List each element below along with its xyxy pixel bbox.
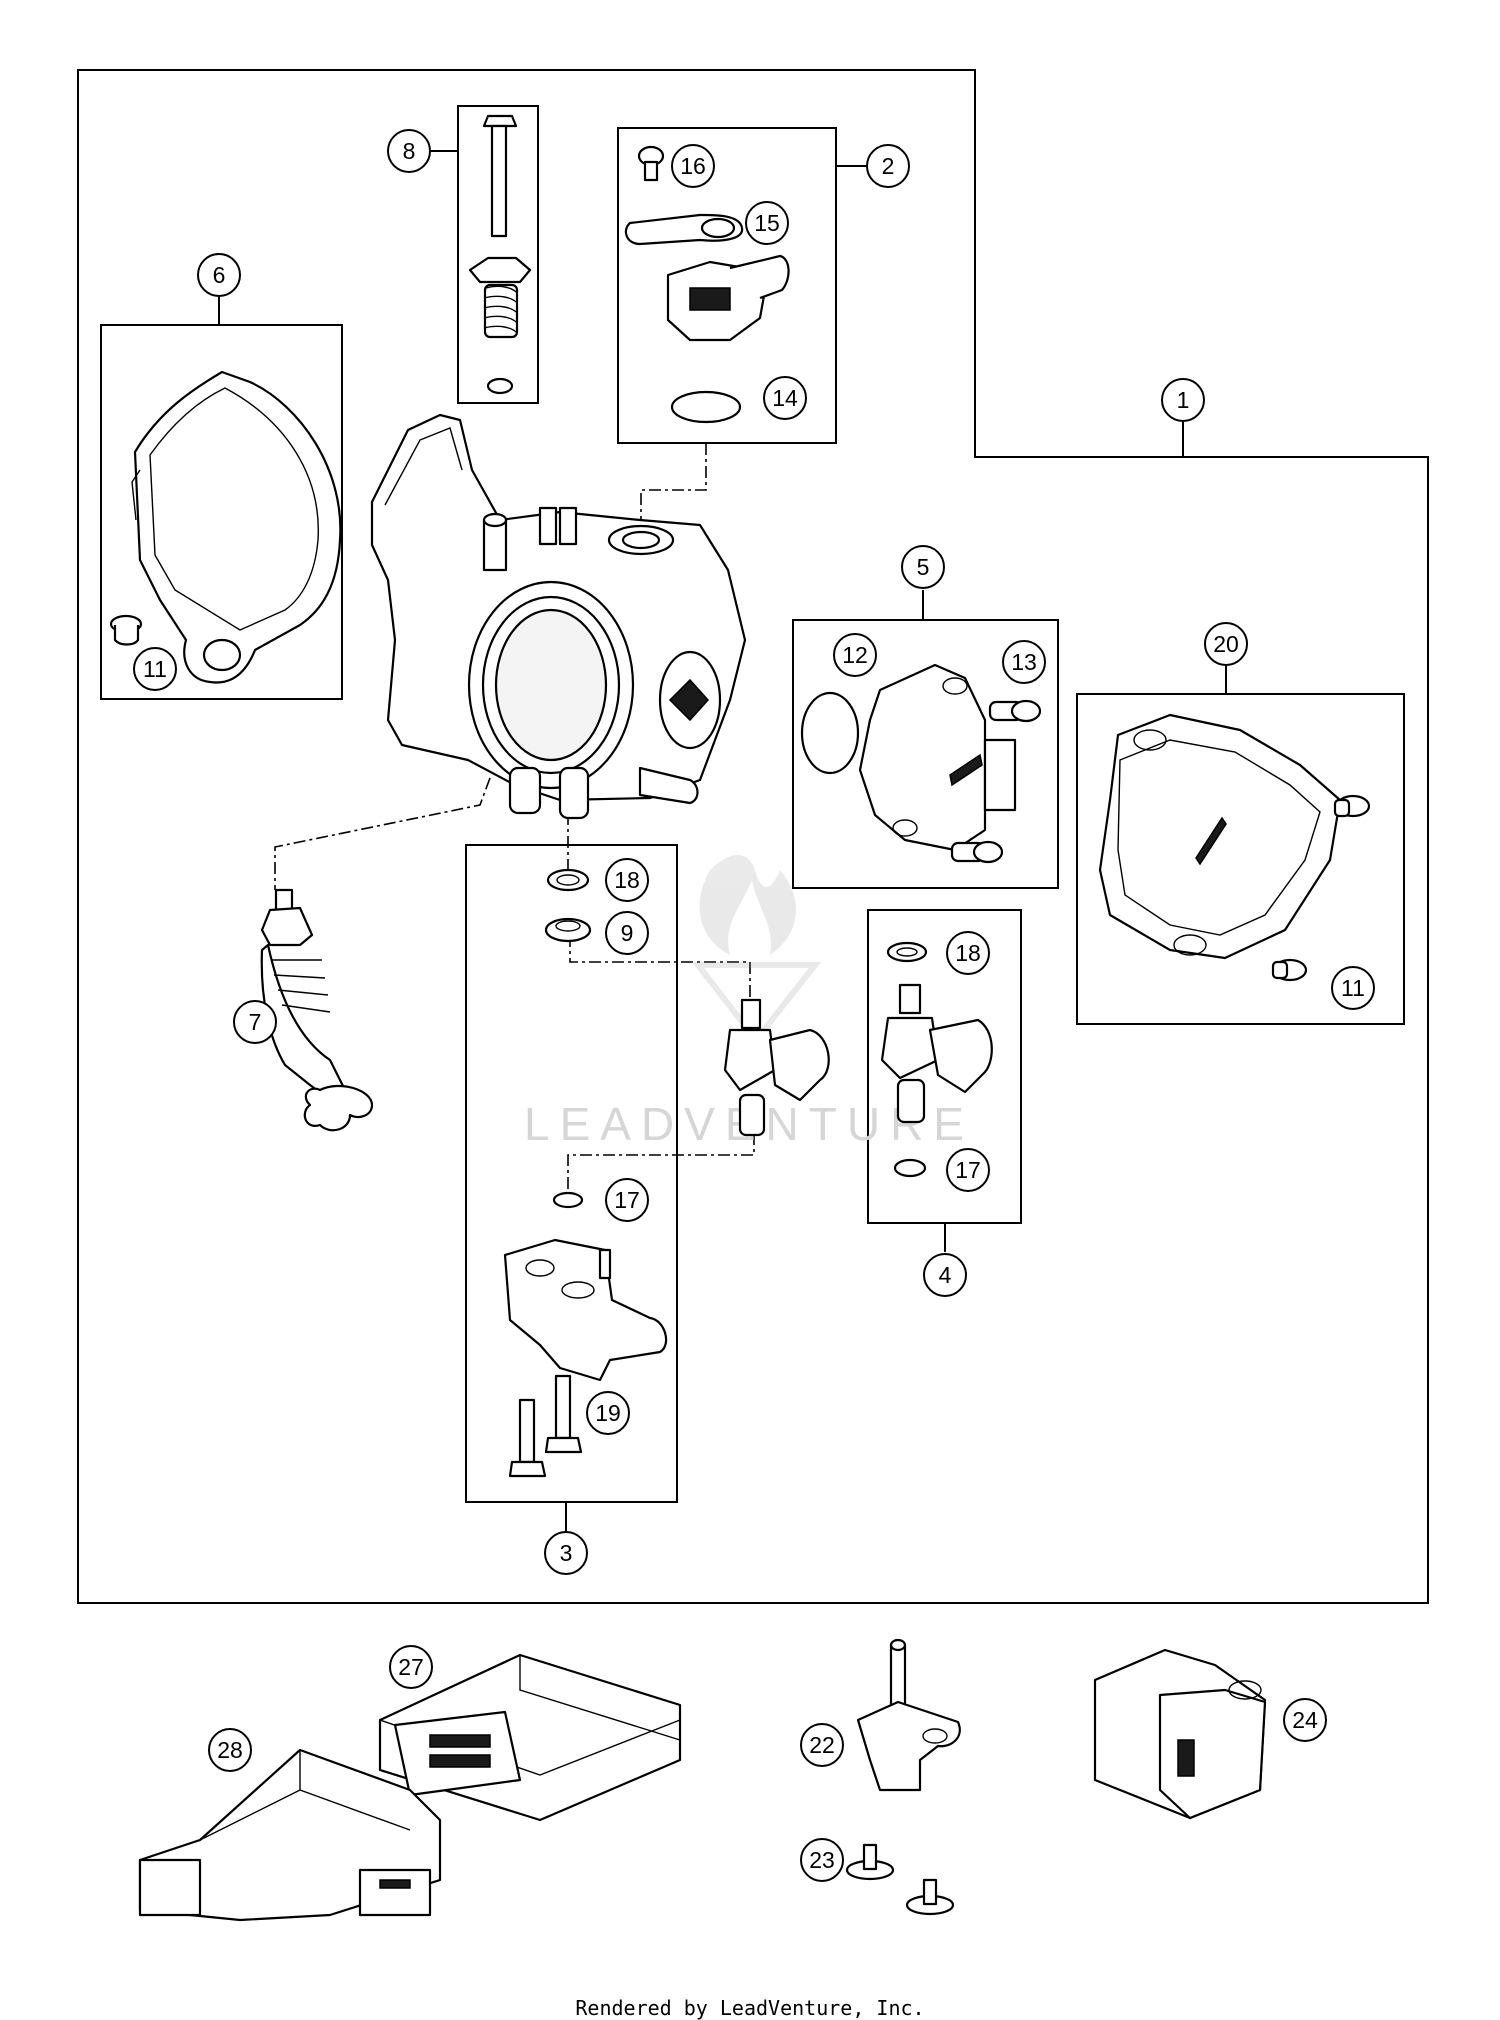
svg-text:15: 15 [754, 210, 780, 236]
part-12-oring [800, 691, 860, 775]
svg-text:13: 13 [1011, 649, 1037, 675]
svg-text:28: 28 [217, 1737, 243, 1763]
part-19-bolts [508, 1374, 583, 1478]
part-11-screw-b [1271, 794, 1371, 982]
svg-text:6: 6 [213, 262, 226, 288]
callout-6: 6 [197, 253, 241, 297]
part-2-sensor [666, 254, 790, 342]
svg-text:8: 8 [403, 138, 416, 164]
svg-text:27: 27 [398, 1654, 424, 1680]
svg-text:4: 4 [939, 1262, 952, 1288]
callout-24: 24 [1283, 1698, 1327, 1742]
assembly-1-frame [77, 69, 1429, 1604]
callout-27: 27 [389, 1645, 433, 1689]
callout-8: 8 [387, 129, 431, 173]
callout-28: 28 [208, 1728, 252, 1772]
callout-18-b: 18 [946, 931, 990, 975]
callout-5: 5 [901, 545, 945, 589]
callout-20: 20 [1204, 622, 1248, 666]
part-24-connector [1093, 1648, 1267, 1820]
callout-17-a: 17 [605, 1178, 649, 1222]
svg-text:3: 3 [560, 1540, 573, 1566]
part-9-ring [544, 917, 592, 943]
callout-19: 19 [586, 1391, 630, 1435]
callout-22: 22 [800, 1723, 844, 1767]
part-13-screws [950, 699, 1042, 864]
group-8-frame [457, 105, 539, 404]
callout-3: 3 [544, 1531, 588, 1575]
part-5-sensor [858, 663, 1017, 852]
callout-12: 12 [833, 633, 877, 677]
svg-text:19: 19 [595, 1400, 621, 1426]
part-6-cover [131, 370, 342, 684]
svg-text:5: 5 [917, 554, 930, 580]
part-20-sensor-cover [1098, 713, 1342, 960]
injector-middle [723, 998, 830, 1137]
part-8-adjuster [468, 114, 532, 395]
throttle-body [370, 413, 747, 820]
group-2-frame [617, 127, 837, 444]
svg-text:12: 12 [842, 642, 868, 668]
part-15-lever [624, 213, 744, 246]
callout-7: 7 [233, 1000, 277, 1044]
svg-text:7: 7 [249, 1009, 262, 1035]
part-7-bypass-screw [260, 888, 374, 1132]
part-17-seal-a [552, 1191, 584, 1209]
part-18-seal-b [886, 941, 928, 963]
part-11-screw-a [109, 614, 143, 646]
part-23-screws [845, 1843, 955, 1916]
part-17-seal-b [893, 1158, 927, 1178]
callout-23: 23 [800, 1838, 844, 1882]
svg-text:16: 16 [680, 153, 706, 179]
svg-text:17: 17 [955, 1157, 981, 1183]
callout-16: 16 [671, 144, 715, 188]
footer-credit: Rendered by LeadVenture, Inc. [575, 1996, 925, 2020]
leader-lines [218, 150, 1227, 1533]
callout-11-b: 11 [1331, 966, 1375, 1010]
part-14-oring [670, 390, 742, 424]
callout-4: 4 [923, 1253, 967, 1297]
dashed-connectors [274, 443, 755, 1195]
watermark-logo [691, 855, 822, 1045]
svg-text:2: 2 [882, 153, 895, 179]
svg-text:11: 11 [143, 656, 167, 682]
callout-13: 13 [1002, 640, 1046, 684]
svg-text:20: 20 [1213, 631, 1239, 657]
svg-text:24: 24 [1292, 1707, 1318, 1733]
part-22-sensor [856, 1638, 961, 1792]
svg-text:9: 9 [621, 920, 634, 946]
callout-18-a: 18 [605, 858, 649, 902]
group-20-frame [1076, 693, 1405, 1025]
svg-text:18: 18 [614, 867, 640, 893]
svg-text:22: 22 [809, 1732, 835, 1758]
group-3-frame [465, 844, 678, 1503]
callout-1: 1 [1161, 378, 1205, 422]
callout-17-b: 17 [946, 1148, 990, 1192]
svg-text:18: 18 [955, 940, 981, 966]
svg-text:1: 1 [1177, 387, 1190, 413]
part-4-injector [880, 983, 993, 1124]
callout-9: 9 [605, 911, 649, 955]
svg-text:23: 23 [809, 1847, 835, 1873]
callout-14: 14 [763, 376, 807, 420]
injector-holder [503, 1238, 668, 1382]
svg-text:14: 14 [772, 385, 798, 411]
callout-15: 15 [745, 201, 789, 245]
part-28-control-unit [138, 1748, 442, 1922]
part-27-ecu [378, 1653, 682, 1822]
part-18-seal-a [546, 868, 590, 892]
svg-text:11: 11 [1341, 975, 1365, 1001]
callout-2: 2 [866, 144, 910, 188]
svg-text:17: 17 [614, 1187, 640, 1213]
group-6-frame [100, 324, 343, 700]
part-16-screw [637, 145, 665, 182]
group-5-frame [792, 619, 1059, 889]
callout-11-a: 11 [133, 647, 177, 691]
